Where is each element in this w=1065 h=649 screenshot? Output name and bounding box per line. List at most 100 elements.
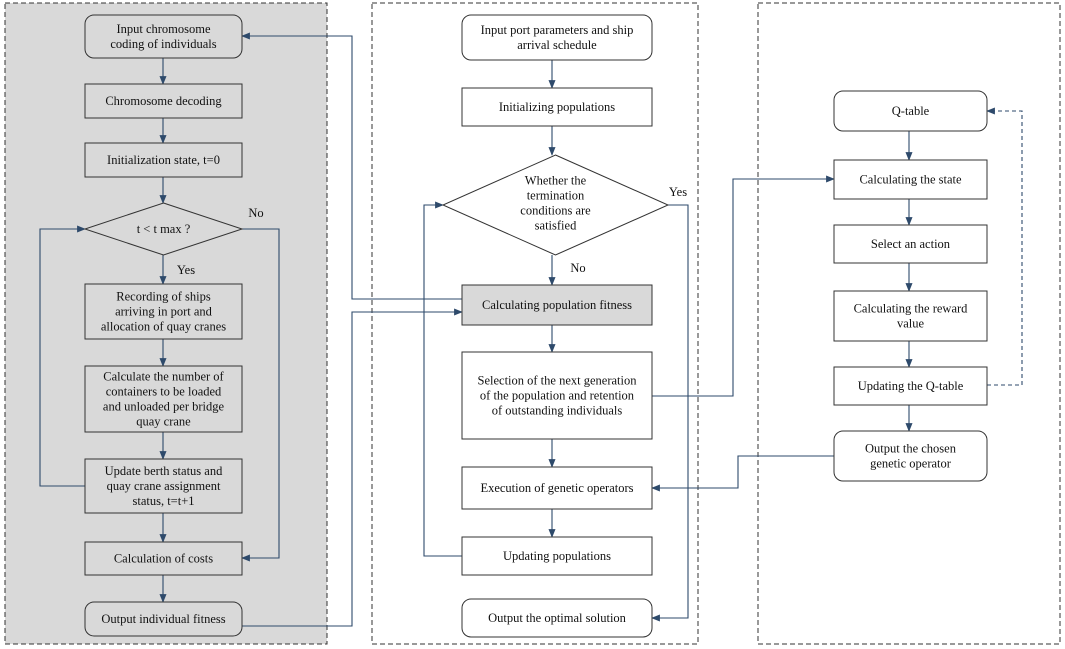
right-state-box-text-line: Calculating the state: [859, 173, 962, 187]
mid-fitness-box-shape: [461, 284, 653, 326]
right-qtable-box-text-line: Q-table: [892, 104, 930, 118]
left-init-box-text-line: Initialization state, t=0: [107, 153, 220, 167]
mid-select-box-shape: [461, 351, 653, 440]
left-calc-box-text-line: quay crane: [136, 415, 191, 429]
left-output-box-text-line: Output individual fitness: [101, 612, 225, 626]
left-costs-box-shape: [84, 541, 243, 576]
mid-input-box-text-line: arrival schedule: [517, 38, 597, 52]
left-record-box-text-line: arriving in port and: [115, 305, 213, 319]
left-init-box: Initialization state, t=0: [84, 142, 243, 178]
left-output-box: Output individual fitness: [84, 601, 243, 637]
left-decode-box-shape: [84, 83, 243, 119]
left-calc-box-text-line: Calculate the number of: [103, 370, 224, 384]
mid-cond-diamond-text-line: satisfied: [535, 219, 577, 233]
left-record-box-text-line: Recording of ships: [116, 290, 211, 304]
mid-output-box-shape: [461, 598, 653, 638]
right-reward-box-shape: [833, 290, 988, 342]
left-record-box-text-line: allocation of quay cranes: [101, 320, 226, 334]
left-input-box-text-line: coding of individuals: [110, 37, 216, 51]
mid-select-box-text-line: of the population and retention: [480, 389, 635, 403]
right-state-box: Calculating the state: [833, 159, 988, 200]
mid-update-box-text-line: Updating populations: [503, 549, 611, 563]
right-qtable-box-shape: [833, 90, 988, 132]
left-calc-box-text-line: containers to be loaded: [106, 385, 222, 399]
right-output-box-text-line: Output the chosen: [865, 442, 957, 456]
mid-loop-update-cond: [423, 201, 462, 557]
right-output-box-text-line: genetic operator: [870, 457, 952, 471]
mid-fitness-box-text-line: Calculating population fitness: [482, 298, 632, 312]
left-output-box-shape: [84, 601, 243, 637]
left-decode-box-text-line: Chromosome decoding: [105, 94, 222, 108]
left-calc-box-shape: [84, 365, 243, 433]
right-action-box-text-line: Select an action: [871, 237, 951, 251]
mid-cond-diamond-shape: [441, 154, 670, 256]
mid-output-box: Output the optimal solution: [461, 598, 653, 638]
left-decode-box: Chromosome decoding: [84, 83, 243, 119]
mid-yes-label: Yes: [669, 185, 687, 199]
mid-init-box-text-line: Initializing populations: [499, 100, 615, 114]
right-qupdate-box-shape: [833, 366, 988, 406]
link-select-to-state: [652, 175, 835, 397]
left-no-branch: [241, 228, 280, 562]
mid-input-box-shape: [461, 14, 653, 61]
mid-init-box-shape: [461, 87, 653, 127]
link-fitness-to-input: [241, 32, 462, 300]
left-update-box-text-line: quay crane assignment: [107, 479, 221, 493]
mid-input-box-text-line: Input port parameters and ship: [481, 23, 634, 37]
right-qupdate-box: Updating the Q-table: [833, 366, 988, 406]
left-no-label: No: [248, 206, 263, 220]
right-qupdate-box-text-line: Updating the Q-table: [858, 379, 964, 393]
right-action-box-shape: [833, 224, 988, 264]
left-input-box-shape: [84, 14, 243, 59]
link-output-to-fitness: [242, 308, 463, 627]
left-costs-box: Calculation of costs: [84, 541, 243, 576]
left-costs-box-text-line: Calculation of costs: [114, 552, 213, 566]
right-action-box: Select an action: [833, 224, 988, 264]
mid-select-box-text-line: of outstanding individuals: [492, 404, 623, 418]
mid-init-box: Initializing populations: [461, 87, 653, 127]
link-output-to-genetic: [651, 455, 834, 492]
right-reward-box-text-line: value: [897, 317, 925, 331]
left-yes-label: Yes: [177, 263, 195, 277]
connectors: [39, 32, 1023, 627]
mid-select-box-text-line: Selection of the next generation: [478, 374, 638, 388]
left-update-box-shape: [84, 458, 243, 514]
mid-yes-branch: [651, 204, 689, 622]
mid-cond-diamond-text-line: termination: [527, 189, 585, 203]
right-dashed-feedback: [986, 107, 1023, 386]
mid-update-box-shape: [461, 536, 653, 576]
right-reward-box-text-line: Calculating the reward: [854, 302, 969, 316]
right-output-box-shape: [833, 430, 988, 482]
left-cond-diamond-shape: [83, 202, 244, 256]
left-update-box-text-line: Update berth status and: [105, 464, 223, 478]
right-qtable-box: Q-table: [833, 90, 988, 132]
left-cond-diamond-text-line: t < t max ?: [137, 222, 191, 236]
mid-genetic-box-shape: [461, 466, 653, 510]
mid-fitness-box: Calculating population fitness: [461, 284, 653, 326]
left-update-box-text-line: status, t=t+1: [132, 494, 194, 508]
left-init-box-shape: [84, 142, 243, 178]
mid-output-box-text-line: Output the optimal solution: [488, 611, 627, 625]
left-record-box-shape: [84, 283, 243, 340]
right-state-box-shape: [833, 159, 988, 200]
mid-no-label: No: [570, 261, 585, 275]
mid-genetic-box: Execution of genetic operators: [461, 466, 653, 510]
mid-cond-diamond-text-line: conditions are: [520, 204, 591, 218]
left-calc-box-text-line: and unloaded per bridge: [103, 400, 225, 414]
left-cond-diamond: t < t max ?: [83, 202, 244, 256]
mid-update-box: Updating populations: [461, 536, 653, 576]
left-input-box-text-line: Input chromosome: [116, 22, 211, 36]
mid-cond-diamond-text-line: Whether the: [525, 174, 587, 188]
